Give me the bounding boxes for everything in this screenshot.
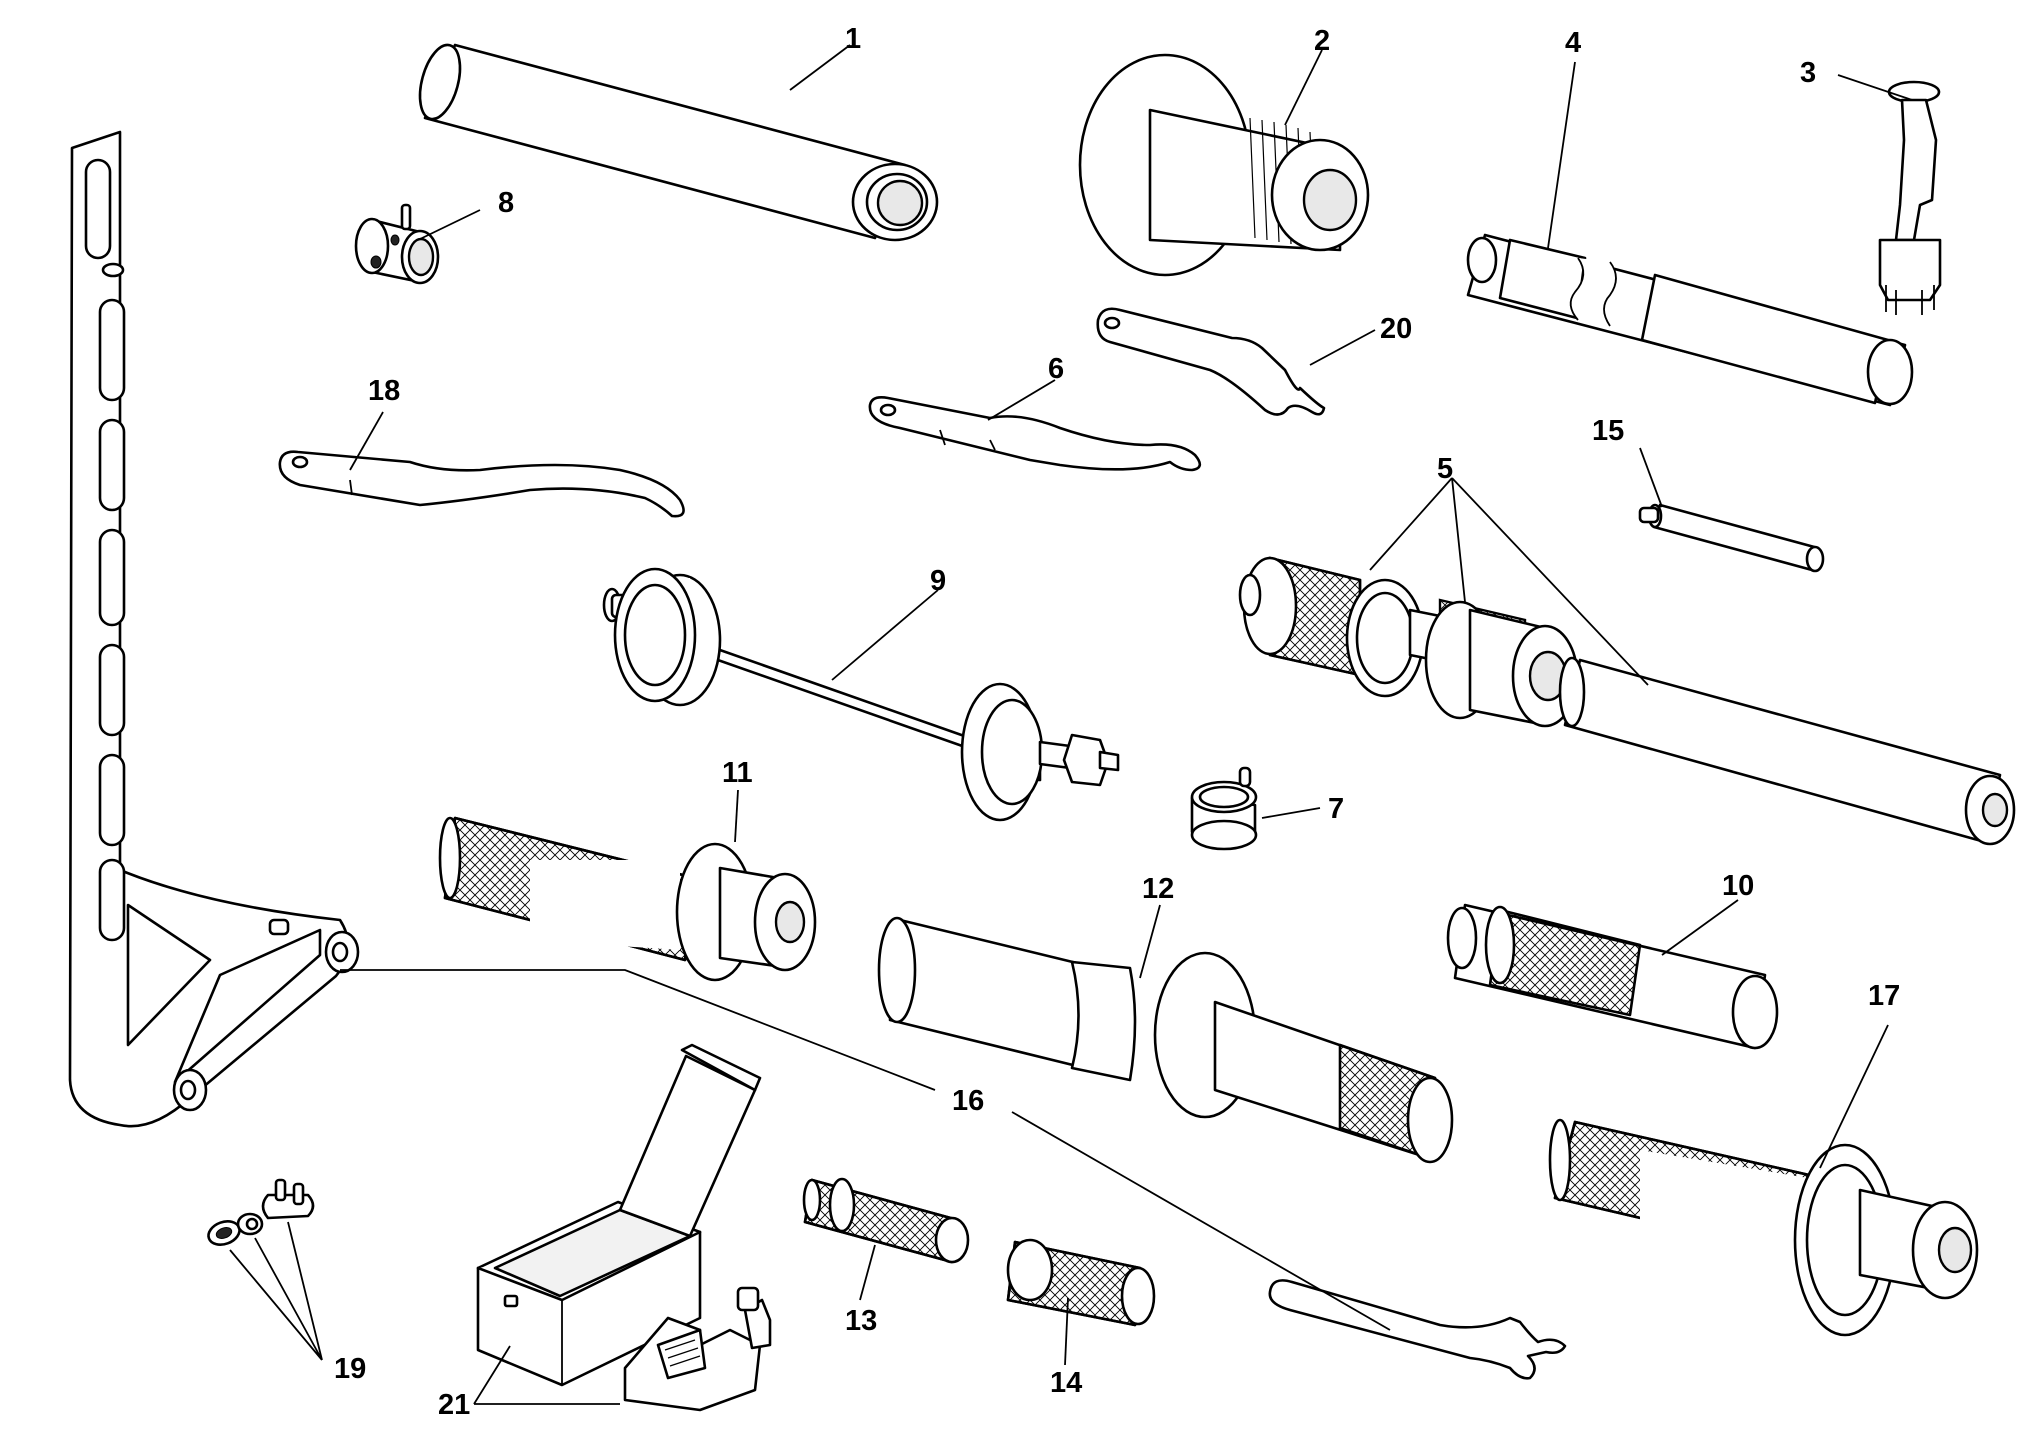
callout-2: 2 <box>1314 25 1330 57</box>
callout-21: 21 <box>438 1389 470 1421</box>
drift-with-discs-9 <box>602 567 1120 822</box>
callout-12: 12 <box>1142 873 1174 905</box>
callout-18: 18 <box>368 375 400 407</box>
hook-spanner-20 <box>1096 307 1326 416</box>
callout-5: 5 <box>1437 453 1453 485</box>
chain-link-parts-19 <box>207 1178 315 1246</box>
callout-20: 20 <box>1380 313 1412 345</box>
flanged-threaded-sleeve-2 <box>1078 53 1370 277</box>
flanged-drift-17 <box>1548 1118 1979 1337</box>
callout-4: 4 <box>1565 27 1581 59</box>
pin-15 <box>1638 503 1825 573</box>
callout-15: 15 <box>1592 415 1624 447</box>
tube-1 <box>418 43 939 242</box>
stand-lever-16 <box>68 130 360 1128</box>
small-drift-13 <box>802 1177 970 1264</box>
callout-1: 1 <box>845 23 861 55</box>
small-drift-14 <box>1006 1238 1156 1327</box>
pin-sleeve-8 <box>354 203 440 285</box>
drift-12 <box>877 916 1454 1164</box>
bushing-7 <box>1190 766 1258 851</box>
callout-8: 8 <box>498 187 514 219</box>
shaft-4 <box>1466 233 1914 407</box>
callout-11: 11 <box>722 757 753 789</box>
callout-3: 3 <box>1800 57 1816 89</box>
callout-19: 19 <box>334 1353 366 1385</box>
callout-10: 10 <box>1722 870 1754 902</box>
callout-numbers: 1 2 3 4 5 6 7 8 9 10 11 12 13 14 15 16 1… <box>334 23 1900 1421</box>
open-end-wrench <box>1268 1279 1567 1380</box>
extractor-tool-3 <box>1878 80 1942 315</box>
callout-14: 14 <box>1050 1367 1082 1399</box>
box-and-chain-tool-21 <box>476 1043 772 1412</box>
knurled-drift-set-5 <box>1238 556 2016 846</box>
leader-lines <box>229 44 1913 1405</box>
callout-9: 9 <box>930 565 946 597</box>
callout-16: 16 <box>952 1085 984 1117</box>
callout-17: 17 <box>1868 980 1900 1012</box>
callout-7: 7 <box>1328 793 1344 825</box>
hook-spanner-6 <box>868 396 1202 472</box>
callout-13: 13 <box>845 1305 877 1337</box>
callout-6: 6 <box>1048 353 1064 385</box>
knurled-shaft-10 <box>1446 903 1779 1050</box>
flanged-drift-11 <box>438 816 817 982</box>
hook-spanner-18 <box>278 450 685 518</box>
